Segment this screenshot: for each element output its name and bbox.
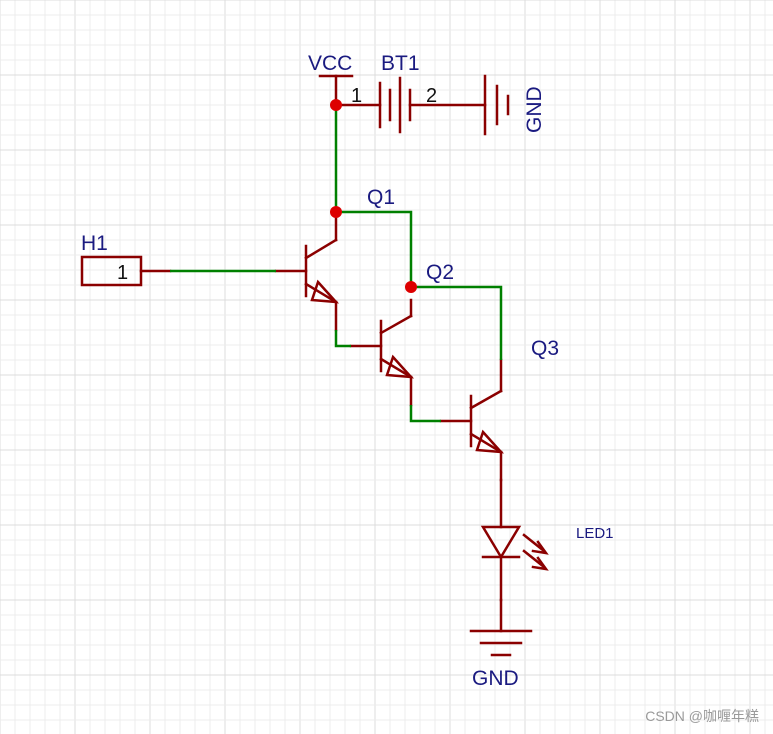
header-h1[interactable] <box>80 255 172 287</box>
gnd-bottom-label: GND <box>472 667 519 690</box>
gnd-top-label: GND <box>523 86 546 133</box>
junction-vcc <box>330 99 342 111</box>
watermark: CSDN @咖喱年糕 <box>645 708 759 724</box>
led1-label: LED1 <box>576 525 614 542</box>
ground-symbol-top[interactable] <box>483 74 510 136</box>
wire-q2-collector-to-q3[interactable] <box>411 285 503 360</box>
wire-q1-collector-to-q2[interactable] <box>336 210 413 287</box>
h1-label: H1 <box>81 232 108 255</box>
ground-symbol-bottom[interactable] <box>469 598 533 657</box>
q1-label: Q1 <box>367 186 395 209</box>
junction-q2-collector <box>405 281 417 293</box>
q3-label: Q3 <box>531 337 559 360</box>
wire-q1-emitter-to-q2-base[interactable] <box>334 330 351 348</box>
h1-pin-label: 1 <box>117 262 128 284</box>
battery-bt1[interactable] <box>334 76 487 134</box>
vcc-label: VCC <box>308 52 352 75</box>
bt1-pin1-label: 1 <box>351 85 362 107</box>
transistor-q2[interactable] <box>349 298 415 407</box>
transistor-q3[interactable] <box>439 358 505 482</box>
transistor-q1[interactable] <box>274 210 340 332</box>
q2-label: Q2 <box>426 261 454 284</box>
bt1-pin2-label: 2 <box>426 85 437 107</box>
bt1-label: BT1 <box>381 52 420 75</box>
junction-q1-collector <box>330 206 342 218</box>
wires <box>170 105 503 423</box>
wire-q2-emitter-to-q3-base[interactable] <box>409 405 441 423</box>
led-led1[interactable] <box>480 478 549 602</box>
